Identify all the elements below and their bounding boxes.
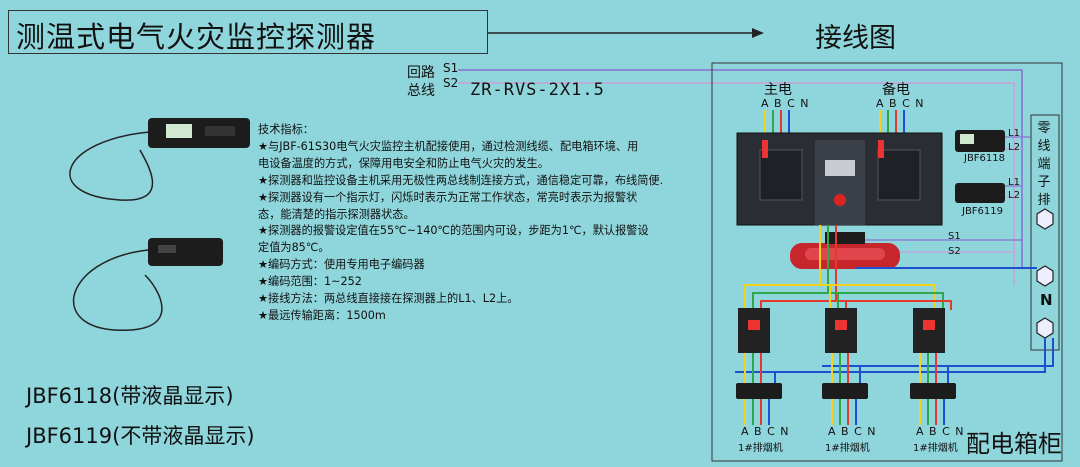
fan-label: 1#排烟机 (825, 443, 870, 454)
fan-phase-labels: A B C N (741, 425, 790, 438)
spec-line: ★与JBF-61S30电气火灾监控主机配接使用，通过检测线缆、配电箱环境、用 (258, 139, 639, 153)
s2-label: S2 (948, 246, 961, 257)
loop-label: 回路 (407, 65, 435, 81)
product-jbf6118-photo (69, 118, 250, 201)
l2-label: L2 (1008, 190, 1020, 201)
spec-line: 定值为85℃。 (258, 241, 330, 255)
branch-detectors (736, 383, 956, 399)
spec-line: 电设备温度的方式，保障用电安全和防止电气火灾的发生。 (258, 156, 549, 170)
fan-label: 1#排烟机 (913, 443, 958, 454)
technical-specs: 技术指标： ★与JBF-61S30电气火灾监控主机配接使用，通过检测线缆、配电箱… (258, 122, 713, 325)
l1-label: L1 (1008, 128, 1020, 139)
spec-line: ★探测器的报警设定值在55℃~140℃的范围内可设，步距为1℃，默认报警设 (258, 224, 649, 238)
fan-label: 1#排烟机 (738, 443, 783, 454)
neutral-wires (735, 267, 1054, 395)
spec-line: 技术指标： (258, 123, 314, 136)
detector-jbf6119-label: JBF6119 (962, 206, 1004, 217)
product-jbf6119-photo (72, 238, 223, 331)
fan-phase-labels: A B C N (828, 425, 877, 438)
spec-line: ★探测器设有一个指示灯，闪烁时表示为正常工作状态，常亮时表示为报警状 (258, 190, 638, 204)
main-phase-labels: A B C N (761, 97, 810, 110)
s1-label: S1 (948, 231, 961, 242)
transfer-switch (736, 132, 943, 226)
spec-line: ★编码方式：使用专用电子编码器 (258, 258, 425, 272)
temperature-sensor-ring (790, 232, 900, 269)
spec-line: ★探测器和监控设备主机采用无极性两总线制连接方式，通信稳定可靠，布线简便. (258, 173, 664, 187)
cabinet-label: 配电箱柜 (966, 430, 1062, 458)
terminal-screws (1036, 208, 1054, 339)
detector-jbf6118-label: JBF6118 (964, 153, 1006, 164)
model-jbf6118: JBF6118(带液晶显示) (26, 384, 234, 408)
spec-line: ★编码范围：1~252 (258, 275, 362, 289)
l1-label: L1 (1008, 177, 1020, 188)
bus-label: 总线 (407, 83, 435, 99)
feeder-wires (744, 225, 952, 310)
l2-label: L2 (1008, 142, 1020, 153)
wiring-diagram-title: 接线图 (815, 23, 896, 54)
zero-terminal-label: 零线端子排 (1037, 121, 1051, 208)
spec-line: ★最远传输距离：1500m (258, 308, 386, 322)
breakers (738, 308, 945, 353)
s2-label: S2 (443, 76, 459, 90)
detector-modules-right (955, 130, 1030, 203)
s1-label: S1 (443, 61, 459, 75)
spec-line: ★接线方法：两总线直接接在探测器上的L1、L2上。 (258, 292, 519, 306)
neutral-label: N (1040, 291, 1053, 309)
outgoing-wires (744, 399, 945, 425)
main-power-label: 主电 (764, 82, 792, 98)
cable-spec: ZR-RVS-2X1.5 (470, 80, 605, 100)
backup-power-label: 备电 (882, 82, 910, 98)
bus-lines (458, 69, 1023, 285)
spec-line: 态，能清楚的指示探测器状态。 (258, 207, 415, 221)
cabinet-frame (711, 62, 1063, 462)
backup-phase-labels: A B C N (876, 97, 925, 110)
fan-phase-labels: A B C N (916, 425, 965, 438)
title-arrow (488, 28, 764, 38)
branch-wires (744, 353, 937, 383)
title-frame (8, 10, 488, 54)
model-jbf6119: JBF6119(不带液晶显示) (26, 424, 255, 448)
page-title: 测温式电气火灾监控探测器 (16, 20, 377, 54)
